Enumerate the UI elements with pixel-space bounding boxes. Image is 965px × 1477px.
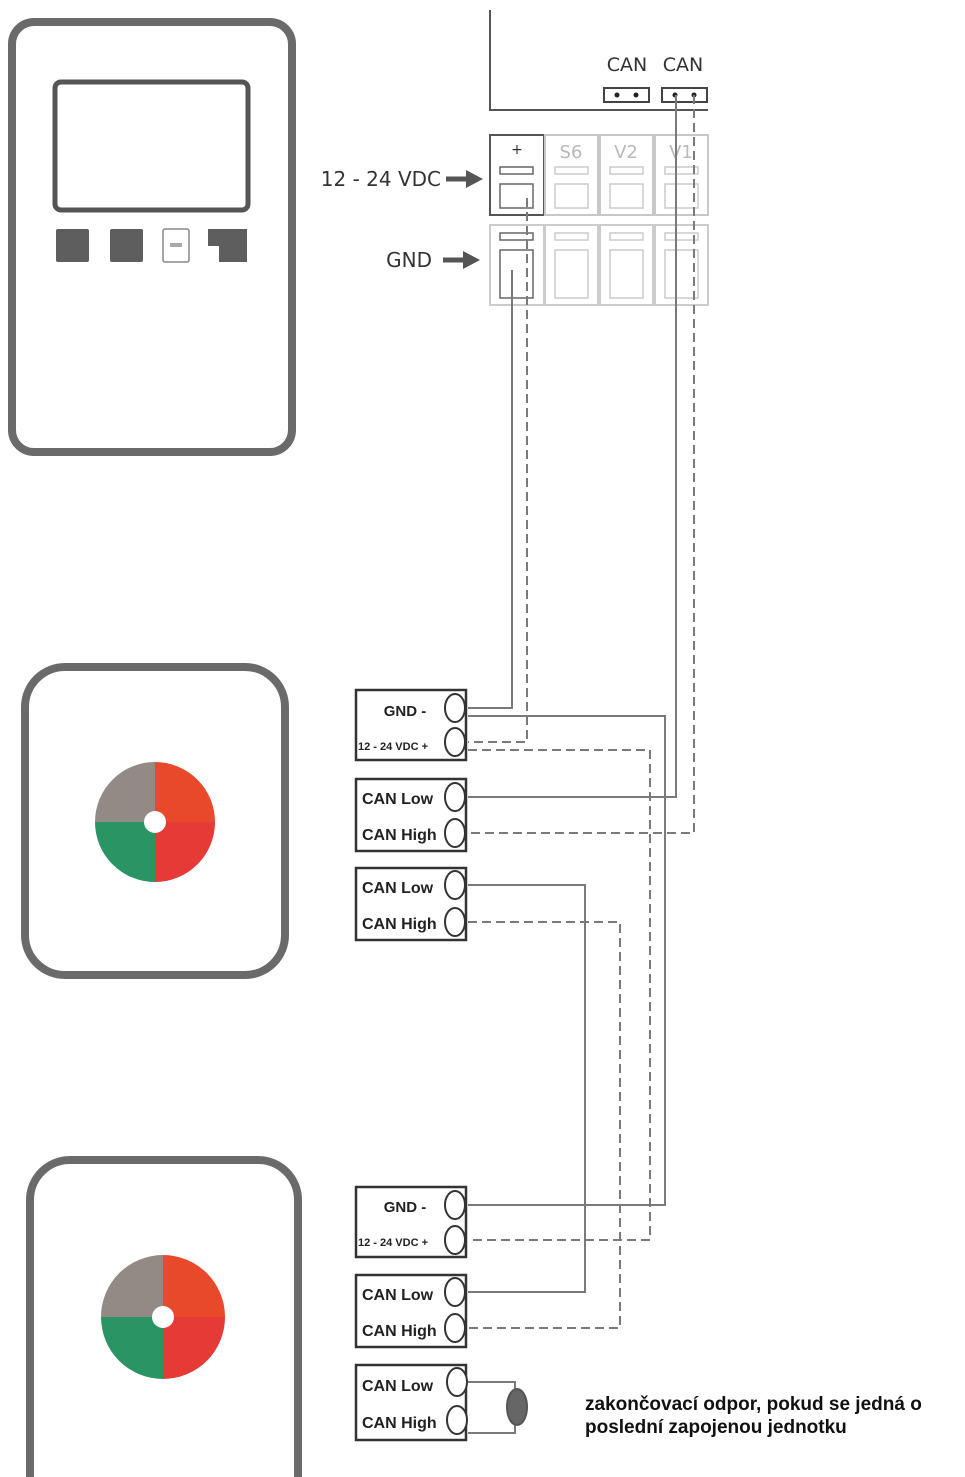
termination-resistor-icon <box>506 1388 528 1426</box>
wire-power-sensor2 <box>468 749 651 1241</box>
wire-can-high-main <box>468 95 695 834</box>
can-connector-1 <box>603 87 650 103</box>
termination-note-line-1: zakončovací odpor, pokud se jedná o <box>585 1394 922 1415</box>
wire-can-high-sensor2 <box>468 921 621 1329</box>
gnd-label: GND <box>386 248 432 272</box>
sensor-1-can-low-label: CAN Low <box>362 791 434 808</box>
terminal-label-v1: V1 <box>669 142 693 163</box>
sensor-1-gnd-label: GND - <box>384 703 427 720</box>
sensor-2-connector-can-in: CAN Low CAN High <box>354 1273 468 1349</box>
sensor-1: GND - 12 - 24 VDC + CAN Low CAN High CAN… <box>21 663 468 979</box>
sensor-2-can-low-label: CAN Low <box>362 1287 434 1304</box>
sensor-2-can-low-out-label: CAN Low <box>362 1378 434 1395</box>
can-connector-2 <box>661 87 708 103</box>
termination-note: zakončovací odpor, pokud se jedná o posl… <box>585 1393 922 1439</box>
gnd-arrow-icon <box>443 251 480 269</box>
sensor-1-connector-power: GND - 12 - 24 VDC + <box>354 688 468 762</box>
sensor-2-power-label: 12 - 24 VDC + <box>358 1237 428 1249</box>
sensor-2-can-high-out-label: CAN High <box>362 1415 437 1432</box>
controller-button-4[interactable] <box>208 229 247 262</box>
can-label-1: CAN <box>607 54 647 76</box>
controller-display <box>52 79 251 213</box>
sensor-2: GND - 12 - 24 VDC + CAN Low CAN High CAN… <box>26 1156 468 1477</box>
wires <box>468 95 695 1434</box>
terminal-block: CAN CAN + S6 V2 V1 <box>321 10 709 306</box>
terminal-label-v2: V2 <box>614 142 638 163</box>
wire-gnd-sensor2 <box>468 715 666 1206</box>
terminal-label-plus: + <box>511 142 523 158</box>
sensor-1-can-high-label: CAN High <box>362 827 437 844</box>
sensor-2-can-high-label: CAN High <box>362 1323 437 1340</box>
termination-note-line-2: poslední zapojenou jednotku <box>585 1417 847 1438</box>
can-label-2: CAN <box>663 54 703 76</box>
power-label: 12 - 24 VDC <box>321 167 441 191</box>
controller-button-1[interactable] <box>56 229 89 262</box>
sensor-2-gnd-label: GND - <box>384 1199 427 1216</box>
sensor-2-status-light-icon <box>101 1255 225 1379</box>
power-arrow-icon <box>446 170 483 188</box>
sensor-1-connector-can-in: CAN Low CAN High <box>354 777 468 853</box>
sensor-1-can-low-out-label: CAN Low <box>362 880 434 897</box>
wire-gnd-sensor1 <box>468 270 513 709</box>
sensor-2-connector-can-out: CAN Low CAN High <box>354 1363 468 1442</box>
sensor-1-can-high-out-label: CAN High <box>362 916 437 933</box>
terminal-label-s6: S6 <box>560 142 583 163</box>
sensor-1-connector-can-out: CAN Low CAN High <box>354 866 468 942</box>
sensor-1-status-light-icon <box>95 762 215 882</box>
sensor-2-connector-power: GND - 12 - 24 VDC + <box>354 1185 468 1259</box>
controller-button-2[interactable] <box>110 229 143 262</box>
sensor-1-power-label: 12 - 24 VDC + <box>358 741 428 753</box>
wire-can-low-main <box>468 95 677 798</box>
controller-device <box>8 18 296 456</box>
wire-can-low-sensor2 <box>468 884 586 1293</box>
